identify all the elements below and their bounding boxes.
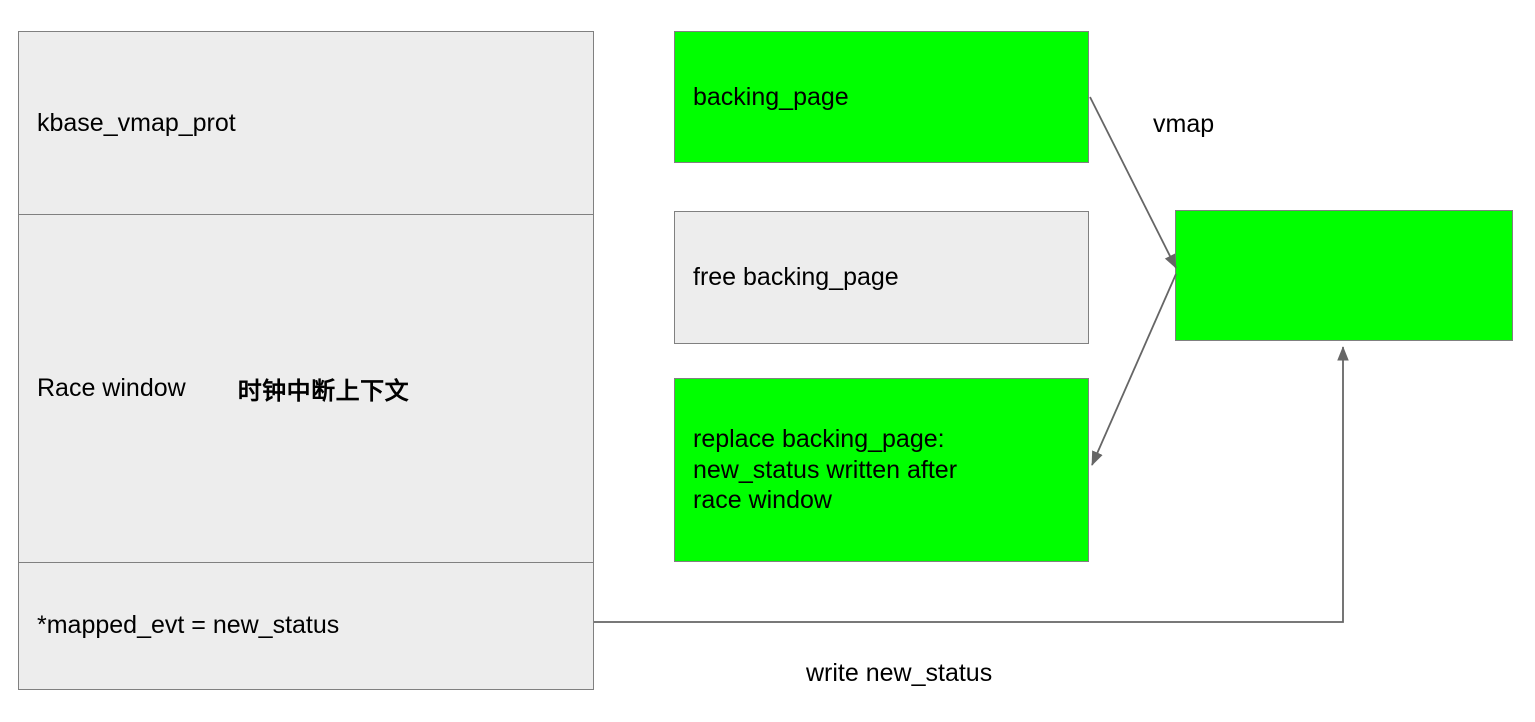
timeline-cell-kbase-vmap-prot[interactable]: kbase_vmap_prot [19, 32, 593, 214]
timeline-divider-1 [19, 214, 593, 215]
timeline-cell-mapped-evt-write[interactable]: *mapped_evt = new_status [19, 562, 593, 689]
edge-label-write-new-status: write new_status [806, 659, 993, 687]
edge-label-vmap: vmap [1153, 110, 1215, 138]
timeline-cell-annotation: 时钟中断上下文 [237, 377, 410, 405]
execution-timeline-table: kbase_vmap_prot Race window 时钟中断上下文 *map… [18, 31, 594, 690]
box-backing-page[interactable]: backing_page [674, 31, 1089, 163]
box-backing-page-label: backing_page [693, 82, 849, 111]
box-replace-backing-page[interactable]: replace backing_page: new_status written… [674, 378, 1089, 562]
box-free-backing-page[interactable]: free backing_page [674, 211, 1089, 344]
box-replace-backing-page-label: replace backing_page: new_status written… [693, 425, 958, 515]
timeline-cell-label: kbase_vmap_prot [37, 108, 236, 137]
arrow-mapped-region-to-replace-backing-page [1091, 273, 1177, 466]
timeline-cell-label: Race window [37, 373, 186, 402]
box-mapped-region[interactable] [1175, 210, 1513, 341]
box-free-backing-page-label: free backing_page [693, 263, 899, 292]
timeline-cell-label: *mapped_evt = new_status [37, 611, 340, 639]
timeline-divider-2 [19, 562, 593, 563]
timeline-cell-race-window[interactable]: Race window 时钟中断上下文 [19, 214, 593, 562]
